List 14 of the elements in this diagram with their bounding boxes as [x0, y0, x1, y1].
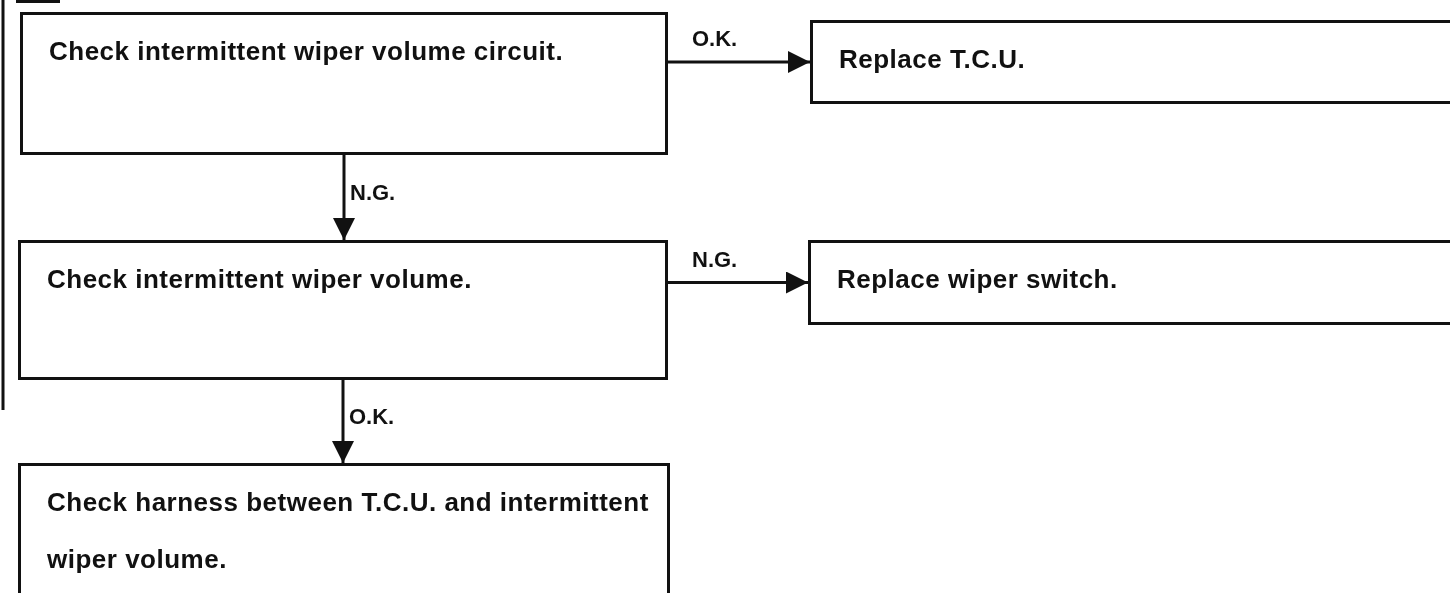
arrow	[668, 51, 810, 73]
step-text: Replace wiper switch.	[837, 263, 1119, 296]
process-box	[18, 463, 670, 593]
process-box	[808, 240, 1450, 325]
process-box	[810, 20, 1450, 104]
step-text: Check intermittent wiper volume circuit.	[49, 35, 565, 68]
arrow	[332, 380, 354, 463]
arrow	[668, 271, 808, 294]
step-text: Check intermittent wiper volume.	[47, 263, 473, 296]
step-text: Replace T.C.U.	[839, 43, 1027, 76]
arrow	[333, 155, 355, 240]
process-box	[18, 240, 668, 380]
step-text: Check harness between T.C.U. and intermittent wiper volume.	[47, 486, 650, 576]
process-box	[20, 12, 668, 155]
